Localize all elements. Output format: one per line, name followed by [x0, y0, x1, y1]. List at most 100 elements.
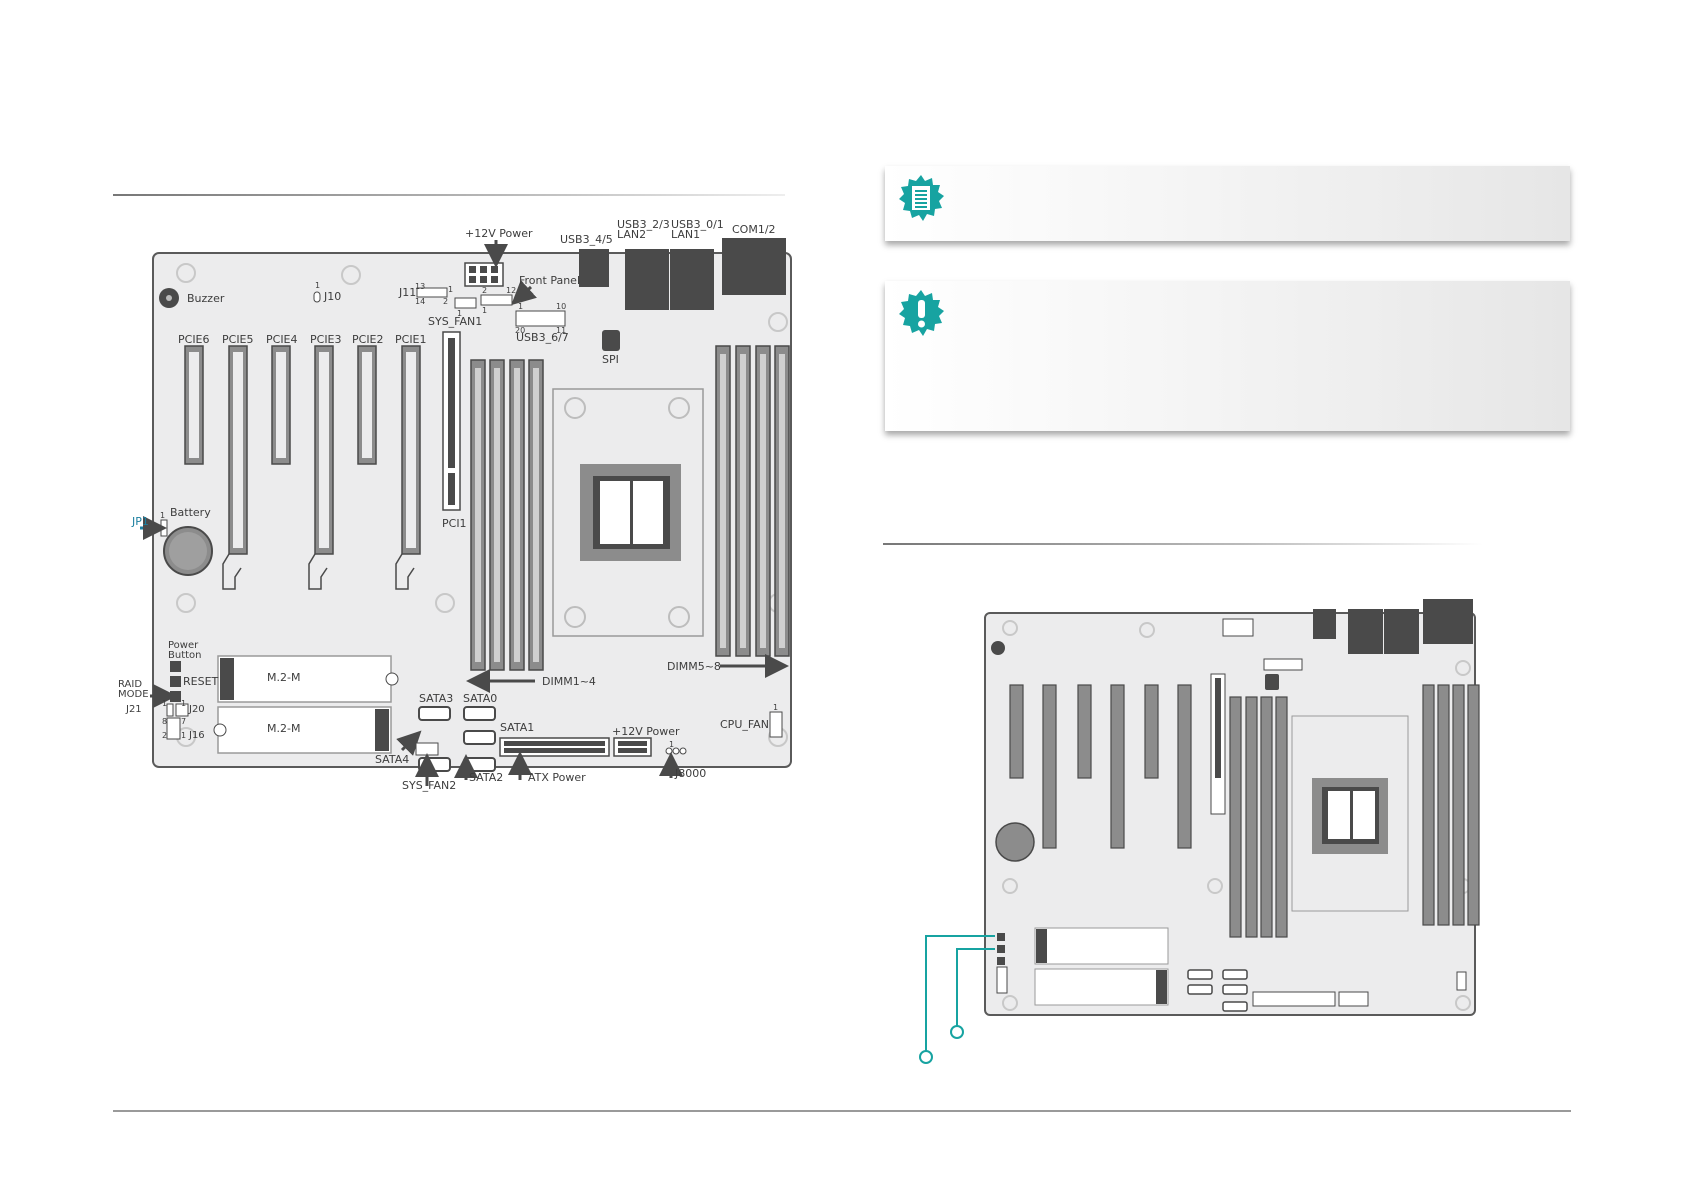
- label-cpu-brand: AMD: [602, 502, 625, 513]
- label-j11: J11: [398, 286, 416, 299]
- label-plus12v-power-top: +12V Power: [465, 227, 533, 240]
- label-cpu-fan: CPU_FAN: [720, 718, 769, 731]
- label-com12: COM1/2: [732, 223, 776, 236]
- sys-fan1-connector: [454, 297, 477, 309]
- sys-fan2-connector: [415, 742, 439, 756]
- atx-power-connector: [499, 737, 610, 757]
- exclamation-icon: [899, 290, 944, 336]
- label-lan2: LAN2: [617, 228, 646, 241]
- power-button: [170, 661, 181, 672]
- label-j16-pin-1: 1: [181, 731, 186, 740]
- front-panel-header: [480, 294, 513, 306]
- label-front-panel-pin-2: 2: [482, 286, 487, 295]
- label-j11-pin-14: 14: [415, 297, 425, 306]
- label-sata1: SATA1: [500, 721, 534, 734]
- usb3-01-lan1-port: [670, 249, 714, 310]
- jp1-jumper: [160, 519, 168, 537]
- label-sata0: SATA0: [463, 692, 497, 705]
- main-motherboard-layout: +12V Power USB3_4/5 USB3_2/3 LAN2 USB3_0…: [118, 218, 792, 792]
- spi-chip: [602, 330, 620, 351]
- section-divider-right: [883, 543, 1483, 545]
- label-sata3: SATA3: [419, 692, 453, 705]
- label-pcie5: PCIE5: [222, 333, 254, 346]
- com12-port: [722, 238, 786, 295]
- label-usb3-01: USB3_0/1: [671, 218, 724, 231]
- label-atx-power: ATX Power: [528, 771, 586, 784]
- label-pcie3: PCIE3: [310, 333, 342, 346]
- label-j10-pin: 1: [315, 281, 320, 290]
- label-j8000: J8000: [674, 767, 706, 780]
- label-lan1: LAN1: [671, 228, 700, 241]
- small-motherboard-layout: [919, 599, 1480, 1064]
- label-pcie1: PCIE1: [395, 333, 427, 346]
- page-footer-divider: [113, 1110, 1571, 1112]
- label-j10: J10: [323, 290, 341, 303]
- label-sys-fan1: SYS_FAN1: [428, 315, 482, 328]
- label-cpu-fan-pin: 1: [773, 703, 778, 712]
- label-j21: J21: [125, 704, 142, 715]
- j20-jumper: [175, 703, 189, 717]
- label-j11-pin-1: 1: [448, 285, 453, 294]
- label-j16: J16: [188, 730, 205, 741]
- label-j16-pin-7: 7: [181, 717, 186, 726]
- label-usb3-67: USB3_6/7: [516, 331, 569, 344]
- label-buzzer: Buzzer: [187, 292, 225, 305]
- section-divider-left: [113, 194, 785, 196]
- label-sata2: SATA2: [469, 771, 503, 784]
- plus12v-power-connector-bottom: [613, 737, 652, 757]
- label-pcie6: PCIE6: [178, 333, 210, 346]
- note-callout: [885, 166, 1570, 241]
- label-usb3-67-pin-10: 10: [556, 302, 566, 311]
- label-m2-bottom: M.2-M: [267, 722, 300, 735]
- label-j20-pin: 1: [181, 699, 186, 708]
- label-j21-pin: 1: [162, 699, 167, 708]
- label-sys-fan1-pin: 1: [457, 309, 462, 318]
- label-j11-pin-13: 13: [415, 282, 425, 291]
- label-sata4: SATA4: [375, 753, 409, 766]
- label-button: Button: [168, 650, 202, 661]
- warning-callout: [885, 281, 1570, 431]
- label-pcie2: PCIE2: [352, 333, 384, 346]
- label-mode: MODE: [118, 689, 149, 700]
- j10-jumper: [313, 291, 321, 303]
- label-usb3-67-pin-11: 11: [556, 326, 566, 335]
- label-j8000-pin: 1: [669, 740, 674, 749]
- label-dimm58: DIMM5~8: [667, 660, 721, 673]
- label-usb3-67-pin-20: 20: [515, 326, 525, 335]
- label-raid: RAID: [118, 679, 142, 690]
- j21-jumper: [166, 703, 174, 717]
- raid-mode-switch: [170, 691, 181, 702]
- label-front-panel-pin-12: 12: [506, 286, 516, 295]
- label-j16-pin-8: 8: [162, 717, 167, 726]
- label-battery: Battery: [170, 506, 211, 519]
- label-plus12v-power-bottom: +12V Power: [612, 725, 680, 738]
- m2-slot-bottom: [217, 706, 392, 754]
- usb3-67-header: [515, 310, 566, 327]
- label-jp1-pin: 1: [160, 511, 165, 520]
- cpu-fan-connector: [769, 711, 783, 738]
- label-pcie4: PCIE4: [266, 333, 298, 346]
- label-cpu-model: EPYC™: [603, 513, 631, 522]
- label-j20: J20: [188, 704, 205, 715]
- label-power: Power: [168, 640, 199, 651]
- label-usb3-45: USB3_4/5: [560, 233, 613, 246]
- label-sys-fan2: SYS_FAN2: [402, 779, 456, 792]
- m2-slot-top: [217, 655, 392, 703]
- label-usb3-67-pin-1: 1: [518, 302, 523, 311]
- label-j16-pin-2: 2: [162, 731, 167, 740]
- label-j11-pin-2: 2: [443, 297, 448, 306]
- usb3-23-lan2-port: [625, 249, 669, 310]
- usb3-45-port: [579, 249, 609, 287]
- label-front-panel-pin-1: 1: [482, 306, 487, 315]
- j16-header: [166, 717, 181, 740]
- label-m2-top: M.2-M: [267, 671, 300, 684]
- label-pci1: PCI1: [442, 517, 467, 530]
- label-usb3-23: USB3_2/3: [617, 218, 670, 231]
- label-jp1: JP1: [131, 515, 149, 528]
- label-front-panel: Front Panel: [519, 274, 580, 287]
- label-dimm14: DIMM1~4: [542, 675, 596, 688]
- label-spi: SPI: [602, 353, 619, 366]
- label-reset: RESET: [183, 675, 219, 688]
- j11-header: [416, 287, 448, 298]
